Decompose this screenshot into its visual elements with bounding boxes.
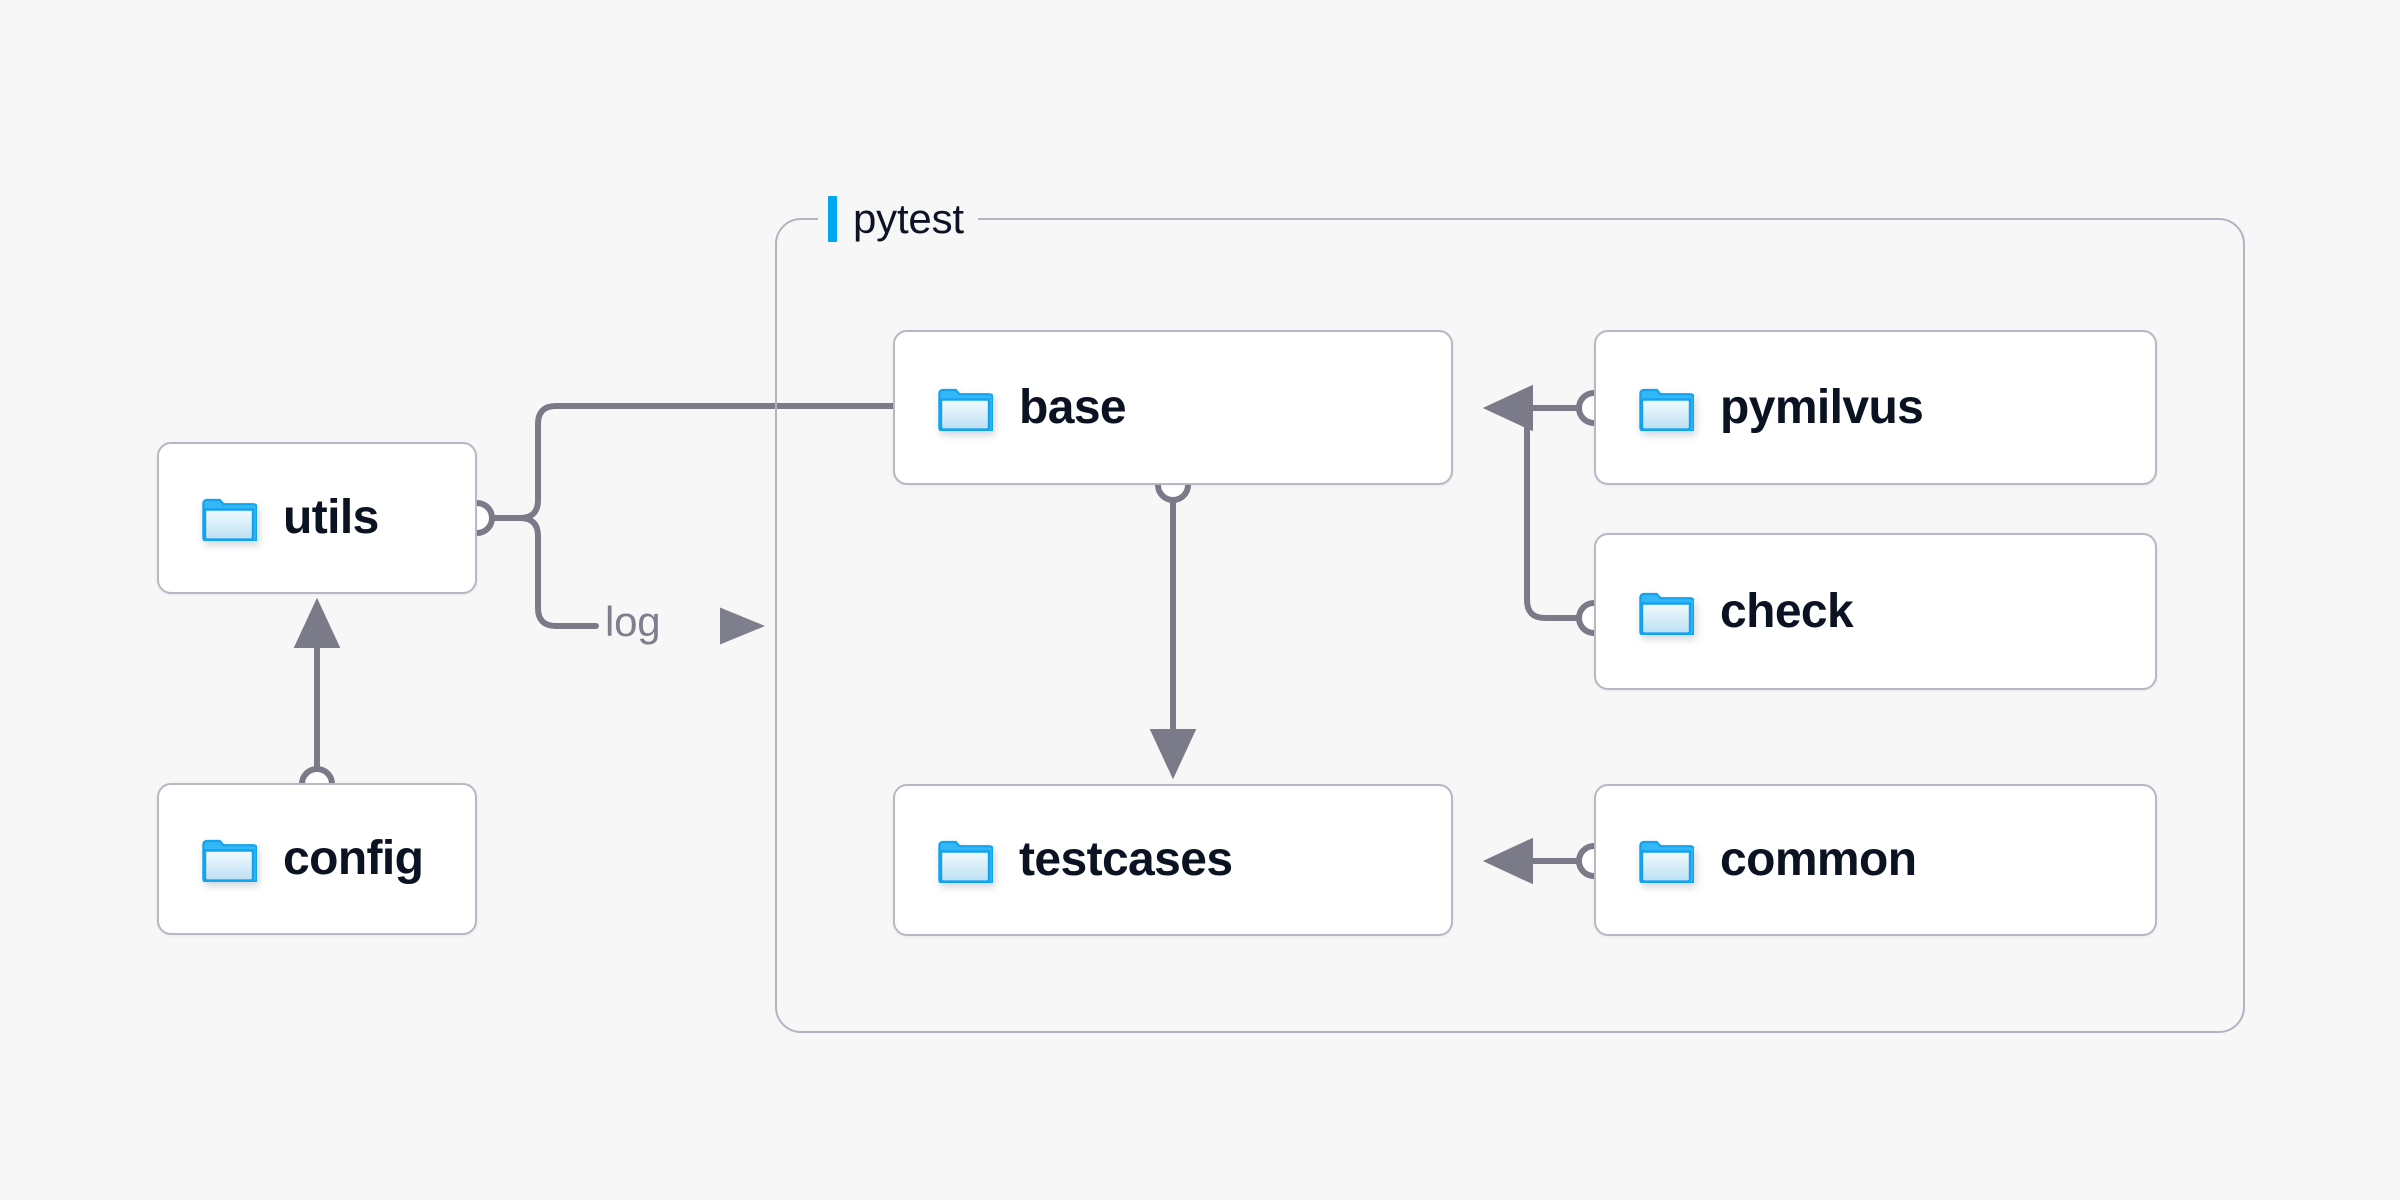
folder-icon (938, 388, 993, 431)
node-common[interactable]: common (1594, 784, 2157, 936)
folder-icon (1639, 388, 1694, 431)
edge-label-log: log (605, 598, 661, 645)
folder-icon (938, 840, 993, 883)
folder-icon (202, 839, 257, 882)
node-label: utils (283, 491, 379, 544)
node-utils[interactable]: utils (157, 442, 477, 594)
folder-icon (1639, 592, 1694, 635)
node-label: pymilvus (1720, 380, 1924, 434)
node-base[interactable]: base (893, 330, 1453, 485)
node-pymilvus[interactable]: pymilvus (1594, 330, 2157, 485)
node-label: common (1720, 833, 1917, 886)
pytest-group-label: pytest (818, 190, 978, 248)
node-label: check (1720, 584, 1854, 638)
group-title-text: pytest (853, 195, 964, 242)
folder-icon (202, 498, 257, 541)
edge-config-to-utils (293, 597, 341, 802)
node-config[interactable]: config (157, 783, 477, 935)
node-testcases[interactable]: testcases (893, 784, 1453, 936)
pytest-group-container[interactable] (775, 218, 2245, 1033)
group-accent-bar (828, 196, 837, 242)
node-label: testcases (1019, 833, 1233, 886)
node-check[interactable]: check (1594, 533, 2157, 690)
node-label: config (283, 832, 424, 885)
edge-utils-to-log (489, 515, 599, 629)
node-label: base (1019, 380, 1127, 434)
folder-icon (1639, 840, 1694, 883)
